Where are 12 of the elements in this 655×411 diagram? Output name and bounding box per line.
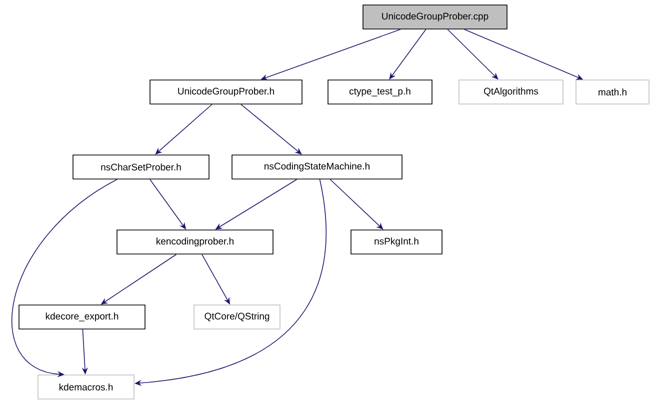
file-box: kdecore_export.h	[18, 304, 146, 330]
file-box: ctype_test_p.h	[328, 80, 432, 104]
file-box: nsCharSetProber.h	[72, 154, 210, 180]
file-box: nsCodingStateMachine.h	[232, 154, 402, 180]
file-box: UnicodeGroupProber.cpp	[362, 4, 508, 30]
file-box: kdemacros.h	[38, 374, 134, 400]
file-box: math.h	[576, 80, 650, 104]
file-box: QtAlgorithms	[458, 80, 564, 104]
file-box: QtCore/QString	[194, 304, 280, 330]
file-box: kencodingprober.h	[116, 230, 274, 254]
file-box: nsPkgInt.h	[350, 230, 442, 254]
file-box: UnicodeGroupProber.h	[150, 80, 302, 104]
